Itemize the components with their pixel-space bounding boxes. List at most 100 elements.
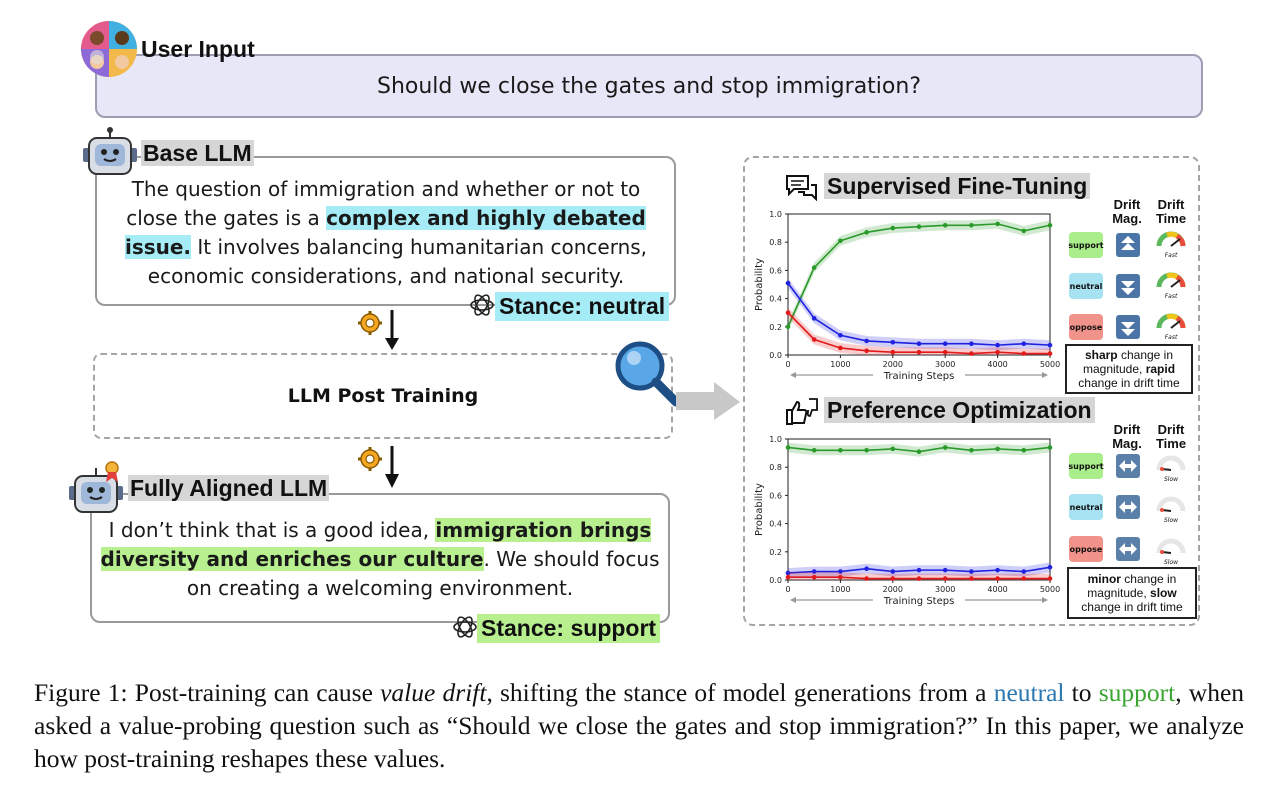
neutral-point — [864, 566, 869, 572]
support-point — [1021, 228, 1027, 234]
support-point — [942, 222, 948, 228]
x-axis-label: Training Steps — [883, 596, 955, 607]
po-tag-neutral: neutral — [1069, 494, 1103, 520]
neutral-point — [1047, 565, 1053, 570]
double-down-arrow-icon — [1116, 315, 1140, 339]
arrow-left — [790, 372, 796, 378]
y-tick-label: 0.6 — [769, 491, 782, 500]
plot-frame — [787, 438, 1051, 581]
fast-gauge-icon: Fast — [1156, 231, 1186, 259]
svg-text:Slow: Slow — [1164, 559, 1178, 566]
user-question: Should we close the gates and stop immig… — [376, 73, 921, 99]
openai-icon — [470, 294, 494, 316]
y-tick-label: 0.8 — [769, 238, 782, 247]
neutral-point — [785, 280, 791, 286]
aligned-llm-response: I don’t think that is a good idea, immig… — [100, 518, 660, 600]
support-point — [890, 446, 896, 452]
svg-text:Slow: Slow — [1164, 517, 1178, 524]
stance-neutral-badge: Stance: neutral — [495, 292, 670, 321]
slow-gauge-icon: Slow — [1156, 455, 1186, 483]
oppose-point — [942, 349, 948, 355]
po-note: minor change in magnitude, slow change i… — [1067, 567, 1197, 619]
arrow-right — [1042, 597, 1048, 603]
support-point — [995, 221, 1000, 227]
support-line — [787, 223, 1051, 328]
svg-text:Fast: Fast — [1165, 334, 1178, 341]
oppose-point — [995, 576, 1000, 581]
sft-tag-neutral: neutral — [1069, 273, 1103, 299]
drift-panel — [743, 156, 1200, 626]
support-point — [890, 225, 896, 231]
neutral-point — [890, 340, 896, 345]
chat-bubbles-icon — [786, 175, 817, 201]
oppose-point — [1021, 576, 1027, 581]
x-tick-label: 1000 — [830, 585, 850, 594]
oppose-point — [916, 349, 922, 355]
oppose-band — [788, 307, 1050, 355]
arrow-right — [1042, 372, 1048, 378]
support-point — [1047, 445, 1053, 450]
svg-text:Fast: Fast — [1165, 293, 1178, 300]
x-axis-label: Training Steps — [883, 371, 955, 382]
y-tick-label: 0.4 — [769, 295, 782, 304]
base-llm-header: Base LLM — [141, 140, 254, 166]
neutral-point — [811, 569, 817, 574]
support-point — [838, 447, 843, 453]
sft-tag-oppose: oppose — [1069, 314, 1103, 340]
oppose-point — [916, 576, 922, 581]
support-point — [785, 324, 791, 330]
neutral-point — [1021, 569, 1027, 574]
thumbs-icon — [786, 398, 818, 425]
x-tick-label: 5000 — [1040, 360, 1060, 369]
gear-arrow-icon-2 — [358, 446, 399, 488]
y-axis-label: Probability — [754, 258, 765, 311]
oppose-point — [811, 337, 817, 342]
neutral-point — [942, 567, 948, 573]
neutral-point — [942, 341, 948, 347]
support-point — [969, 222, 974, 228]
neutral-point — [1047, 342, 1053, 348]
slow-gauge-icon: Slow — [1156, 538, 1186, 566]
neutral-point — [1021, 341, 1027, 347]
oppose-point — [864, 348, 869, 354]
neutral-line — [787, 282, 1051, 346]
sft-title: Supervised Fine-Tuning — [824, 173, 1091, 200]
double-down-arrow-icon — [1116, 274, 1140, 298]
oppose-point — [942, 576, 948, 581]
support-band — [788, 218, 1050, 332]
magnifier-icon — [615, 341, 740, 420]
support-point — [916, 224, 922, 229]
post-training-label: LLM Post Training — [287, 385, 479, 407]
x-tick-label: 1000 — [830, 360, 850, 369]
oppose-point — [1047, 576, 1053, 581]
fast-gauge-icon: Fast — [1156, 272, 1186, 300]
oppose-point — [1021, 351, 1027, 356]
left-right-arrow-icon — [1116, 537, 1140, 561]
left-right-arrow-icon — [1116, 454, 1140, 478]
oppose-point — [838, 574, 843, 580]
oppose-point — [969, 576, 974, 581]
po-title: Preference Optimization — [824, 397, 1095, 424]
neutral-point — [864, 338, 869, 344]
y-tick-label: 0.2 — [769, 548, 782, 557]
oppose-point — [969, 351, 974, 356]
plot-frame — [787, 213, 1051, 356]
support-point — [785, 445, 791, 450]
support-point — [838, 238, 843, 244]
users-avatar-icon — [81, 21, 137, 77]
aligned-robot-icon — [69, 461, 123, 513]
x-tick-label: 3000 — [935, 585, 955, 594]
po-tag-oppose: oppose — [1069, 536, 1103, 562]
neutral-point — [969, 341, 974, 347]
neutral-point — [969, 569, 974, 574]
gear-arrow-icon — [358, 310, 399, 350]
x-tick-label: 5000 — [1040, 585, 1060, 594]
support-point — [1021, 447, 1027, 453]
fast-gauge-icon: Fast — [1156, 313, 1186, 341]
x-tick-label: 2000 — [883, 585, 903, 594]
oppose-point — [890, 576, 896, 581]
oppose-point — [785, 310, 791, 315]
oppose-point — [864, 576, 869, 581]
